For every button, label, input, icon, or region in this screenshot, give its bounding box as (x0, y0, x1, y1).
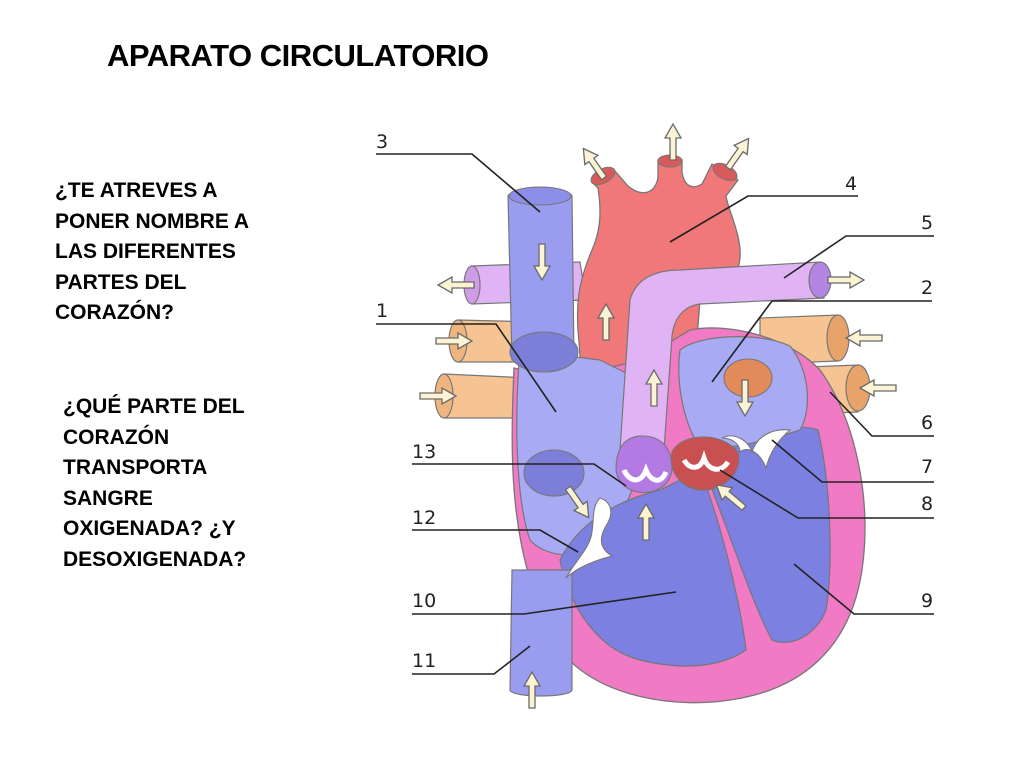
question-oxygenated-blood: ¿QUÉ PARTE DEL CORAZÓN TRANSPORTA SANGRE… (63, 392, 333, 575)
mitral-valve (721, 429, 792, 470)
label-8: 8 (921, 493, 933, 515)
label-7: 7 (921, 456, 933, 478)
inferior-vena-cava (509, 569, 573, 697)
label-12: 12 (412, 507, 436, 529)
label-1: 1 (376, 300, 388, 322)
label-5: 5 (921, 212, 933, 234)
question-line: CORAZÓN? (55, 301, 174, 324)
tricuspid-valve (565, 497, 614, 579)
label-4: 4 (845, 173, 857, 195)
question-line: LAS DIFERENTES (55, 240, 236, 263)
label-2: 2 (921, 277, 933, 299)
label-11: 11 (412, 650, 436, 672)
question-line: TRANSPORTA (63, 456, 208, 479)
label-9: 9 (921, 590, 933, 612)
question-line: SANGRE (63, 486, 153, 510)
label-13: 13 (412, 441, 436, 463)
question-line: OXIGENADA? ¿Y (63, 517, 236, 540)
label-3: 3 (376, 131, 388, 153)
label-10: 10 (412, 590, 436, 612)
question-line: ¿TE ATREVES A (55, 179, 218, 202)
question-name-parts: ¿TE ATREVES A PONER NOMBRE A LAS DIFEREN… (55, 176, 325, 329)
question-line: CORAZÓN (63, 425, 170, 449)
page-title: APARATO CIRCULATORIO (107, 38, 489, 73)
label-6: 6 (921, 412, 933, 434)
number-labels: 3 4 5 2 1 6 13 7 8 12 10 9 11 (376, 131, 933, 672)
question-line: DESOXIGENADA? (63, 547, 247, 571)
leader-lines (376, 153, 934, 675)
question-line: PONER NOMBRE A (55, 209, 250, 233)
question-line: ¿QUÉ PARTE DEL (63, 395, 245, 418)
question-line: PARTES DEL (55, 270, 187, 294)
